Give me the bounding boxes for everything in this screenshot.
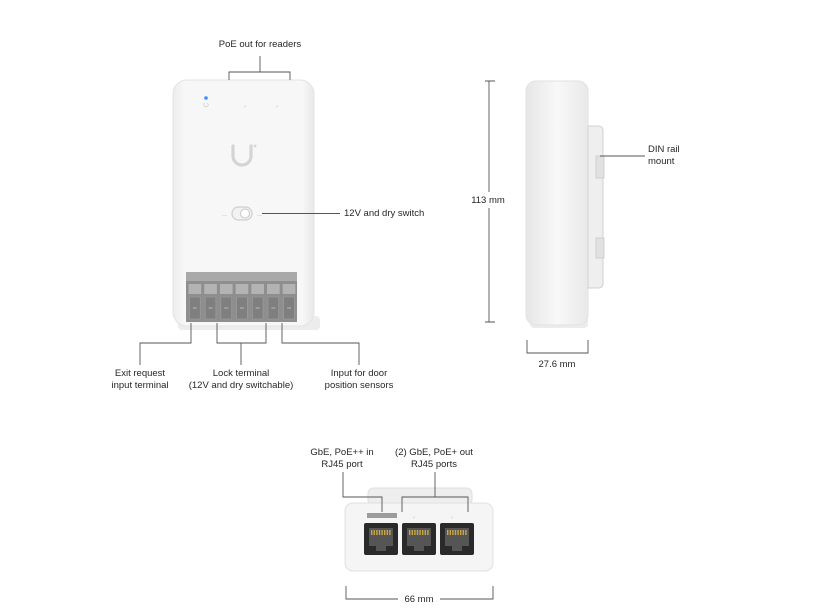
- switch-marker: —: [222, 213, 227, 219]
- rj45-pin: [449, 530, 451, 535]
- rj45-pin: [454, 530, 457, 535]
- rj45-pin: [465, 530, 467, 535]
- gbe-in-line-1: GbE, PoE++ in: [310, 447, 374, 458]
- din-rail-line-1: DIN rail: [648, 144, 680, 155]
- rj45-pin: [389, 530, 391, 535]
- front-view: ↗ ↗ — —: [172, 79, 320, 330]
- gbe-out-line-2: RJ45 ports: [411, 458, 457, 470]
- rj45-pin: [371, 530, 373, 535]
- terminal-screws: [188, 284, 296, 320]
- rj45-ports: [364, 523, 474, 555]
- poe-out-bracket: [228, 56, 291, 80]
- rj45-pin: [457, 530, 459, 535]
- rj45-pin: [386, 530, 388, 535]
- height-label-bg: [470, 192, 508, 208]
- side-device-body: [525, 80, 589, 326]
- rj45-pin: [427, 530, 429, 535]
- door-sensor-line-1: Input for door: [330, 368, 388, 379]
- rj45-pin: [378, 530, 381, 535]
- gbe-in-label: GbE, PoE++ in RJ45 port: [310, 447, 373, 470]
- rj45-pin: [447, 530, 449, 535]
- din-clip-lower: [595, 237, 605, 259]
- dry-switch-label: 12V and dry switch: [344, 208, 425, 219]
- exit-request-line-2: input terminal: [111, 379, 169, 391]
- din-rail-mount: [587, 125, 604, 289]
- gbe-in-leader: [342, 472, 383, 512]
- lock-terminal-line-2: (12V and dry switchable): [188, 379, 294, 391]
- front-device-body: [172, 79, 315, 327]
- terminal-wire-slot: [235, 284, 249, 294]
- din-rail-label: DIN rail mount: [648, 144, 680, 167]
- rj45-pin: [414, 530, 416, 535]
- exit-request-leader: [139, 323, 192, 365]
- rj45-pin: [411, 530, 413, 535]
- rj45-pin: [460, 530, 462, 535]
- ubiquiti-logo-icon: [231, 144, 253, 167]
- dry-switch-knob: [240, 208, 250, 219]
- terminal-wire-slot: [282, 284, 296, 294]
- rj45-pin: [384, 530, 386, 535]
- terminal-wire-slot: [219, 284, 233, 294]
- switch-marker: —: [257, 213, 262, 219]
- terminal-label-strip: [186, 272, 297, 281]
- door-sensor-line-2: position sensors: [324, 379, 394, 391]
- gbe-out-label: (2) GbE, PoE+ out RJ45 ports: [395, 447, 473, 470]
- gbe-out-line-1: (2) GbE, PoE+ out: [395, 447, 473, 458]
- reader-port-marker: ↗: [275, 104, 278, 109]
- poe-out-label: PoE out for readers: [218, 39, 302, 50]
- power-icon: [203, 102, 209, 108]
- status-led: [204, 96, 208, 100]
- exit-request-line-1: Exit request: [114, 368, 166, 379]
- exit-request-label: Exit request input terminal: [111, 368, 168, 391]
- depth-dimension: [526, 340, 589, 354]
- rj45-pin: [381, 530, 383, 535]
- port-marker: ↗: [412, 515, 415, 520]
- rj45-pin: [373, 530, 375, 535]
- rj45-pin: [422, 530, 424, 535]
- port-marker: ↗: [450, 515, 453, 520]
- side-view: [525, 80, 605, 328]
- width-label-bg: [398, 592, 440, 606]
- gbe-out-bracket: [401, 472, 469, 512]
- front-leader-lines: [139, 56, 360, 365]
- reader-port-marker: ↗: [243, 104, 246, 109]
- lock-terminal-leader: [216, 323, 267, 365]
- bottom-view: ↗ ↗: [344, 487, 494, 572]
- din-clip-upper: [595, 155, 605, 179]
- terminal-wire-slot: [267, 284, 280, 294]
- width-label: 66 mm: [404, 594, 434, 605]
- door-sensor-label: Input for door position sensors: [325, 368, 394, 391]
- depth-label: 27.6 mm: [538, 359, 576, 370]
- lock-terminal-label: Lock terminal (12V and dry switchable): [189, 368, 294, 391]
- height-label: 113 mm: [471, 195, 505, 206]
- gbe-in-line-2: RJ45 port: [321, 458, 363, 470]
- logo-dot: [253, 144, 257, 148]
- terminal-wire-slot: [251, 284, 264, 294]
- lock-terminal-line-1: Lock terminal: [212, 368, 270, 379]
- rj45-pin: [416, 530, 419, 535]
- rj45-pin: [376, 530, 378, 535]
- terminal-wire-slot: [188, 284, 202, 294]
- terminal-wire-slot: [204, 284, 217, 294]
- door-sensor-leader: [281, 323, 360, 365]
- rj45-pin: [462, 530, 464, 535]
- rj45-pin: [424, 530, 426, 535]
- port-label-strip: [367, 513, 397, 518]
- rj45-pin: [452, 530, 454, 535]
- din-rail-line-2: mount: [648, 155, 675, 167]
- rj45-pin: [409, 530, 411, 535]
- rj45-pin: [419, 530, 421, 535]
